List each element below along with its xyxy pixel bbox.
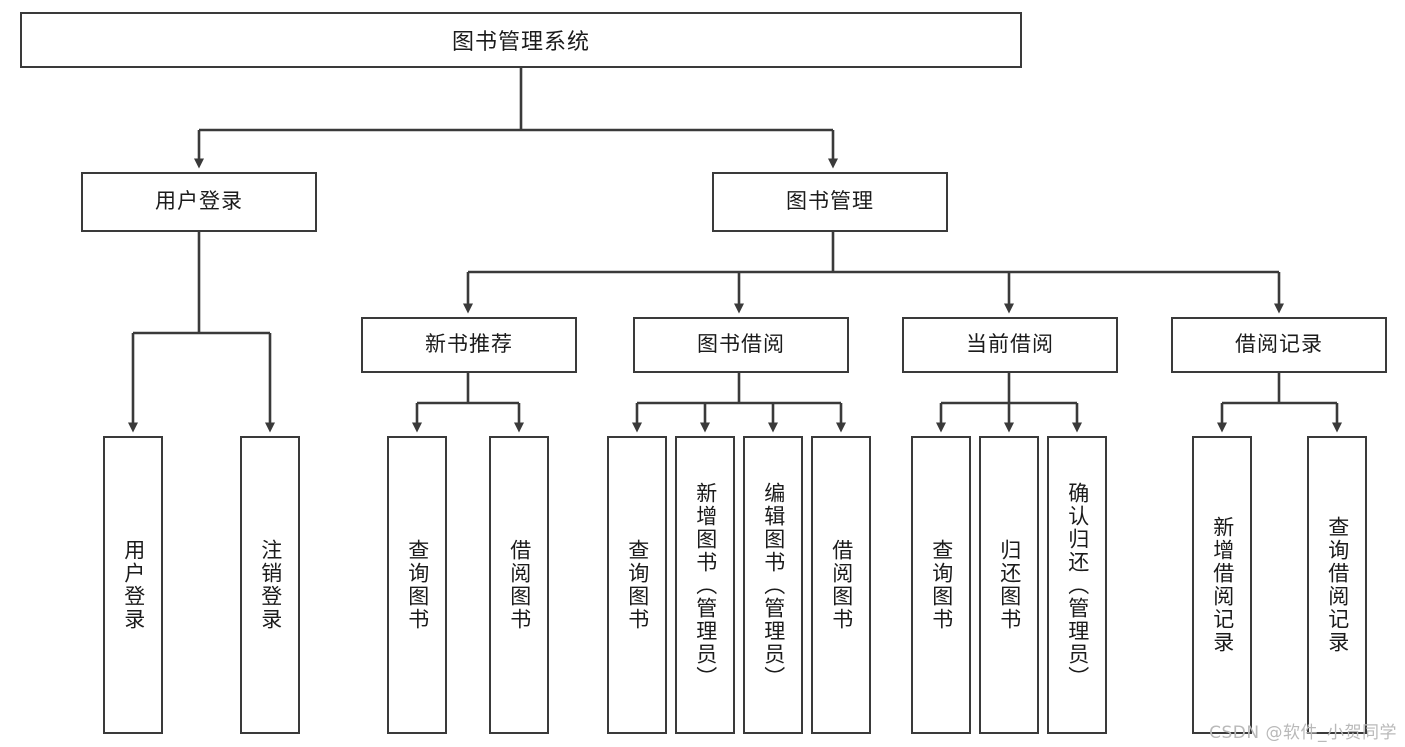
node-leaf-add-book[interactable]: 新增图书（管理员）	[675, 436, 735, 734]
node-label: 用户登录	[155, 189, 243, 214]
watermark-text: CSDN @软件_小贺同学	[1209, 723, 1397, 743]
node-leaf-borrow-book[interactable]: 借阅图书	[811, 436, 871, 734]
node-leaf-add-borrow-record[interactable]: 新增借阅记录	[1192, 436, 1252, 734]
node-user-login[interactable]: 用户登录	[81, 172, 317, 232]
node-label: 编辑图书（管理员）	[761, 481, 786, 689]
node-leaf-logout-login[interactable]: 注销登录	[240, 436, 300, 734]
node-label: 确认归还（管理员）	[1065, 481, 1090, 689]
node-label: 借阅图书	[507, 539, 532, 631]
node-label: 查询借阅记录	[1325, 516, 1350, 654]
node-label: 当前借阅	[966, 332, 1054, 357]
node-label: 注销登录	[258, 539, 283, 631]
node-label: 新增图书（管理员）	[693, 481, 718, 689]
node-leaf-edit-book[interactable]: 编辑图书（管理员）	[743, 436, 803, 734]
node-label: 归还图书	[997, 539, 1022, 631]
node-label: 新书推荐	[425, 332, 513, 357]
node-label: 图书管理系统	[451, 30, 590, 55]
node-label: 图书管理	[786, 189, 874, 214]
node-label: 查询图书	[929, 539, 954, 631]
node-leaf-query-book-current[interactable]: 查询图书	[911, 436, 971, 734]
node-leaf-borrow-book-new-rec[interactable]: 借阅图书	[489, 436, 549, 734]
node-leaf-confirm-return[interactable]: 确认归还（管理员）	[1047, 436, 1107, 734]
node-label: 借阅记录	[1235, 332, 1323, 357]
node-label: 用户登录	[121, 539, 146, 631]
node-label: 查询图书	[625, 539, 650, 631]
node-book-management-system[interactable]: 图书管理系统	[20, 12, 1022, 68]
node-label: 新增借阅记录	[1210, 516, 1235, 654]
node-label: 查询图书	[405, 539, 430, 631]
node-label: 图书借阅	[697, 332, 785, 357]
node-new-book-recommend[interactable]: 新书推荐	[361, 317, 577, 373]
node-borrow-record[interactable]: 借阅记录	[1171, 317, 1387, 373]
node-book-borrow[interactable]: 图书借阅	[633, 317, 849, 373]
node-leaf-return-book[interactable]: 归还图书	[979, 436, 1039, 734]
node-current-borrow[interactable]: 当前借阅	[902, 317, 1118, 373]
node-leaf-query-book-new-rec[interactable]: 查询图书	[387, 436, 447, 734]
node-leaf-user-login[interactable]: 用户登录	[103, 436, 163, 734]
node-label: 借阅图书	[829, 539, 854, 631]
node-book-manage[interactable]: 图书管理	[712, 172, 948, 232]
node-leaf-query-book-borrow[interactable]: 查询图书	[607, 436, 667, 734]
node-leaf-query-borrow-record[interactable]: 查询借阅记录	[1307, 436, 1367, 734]
